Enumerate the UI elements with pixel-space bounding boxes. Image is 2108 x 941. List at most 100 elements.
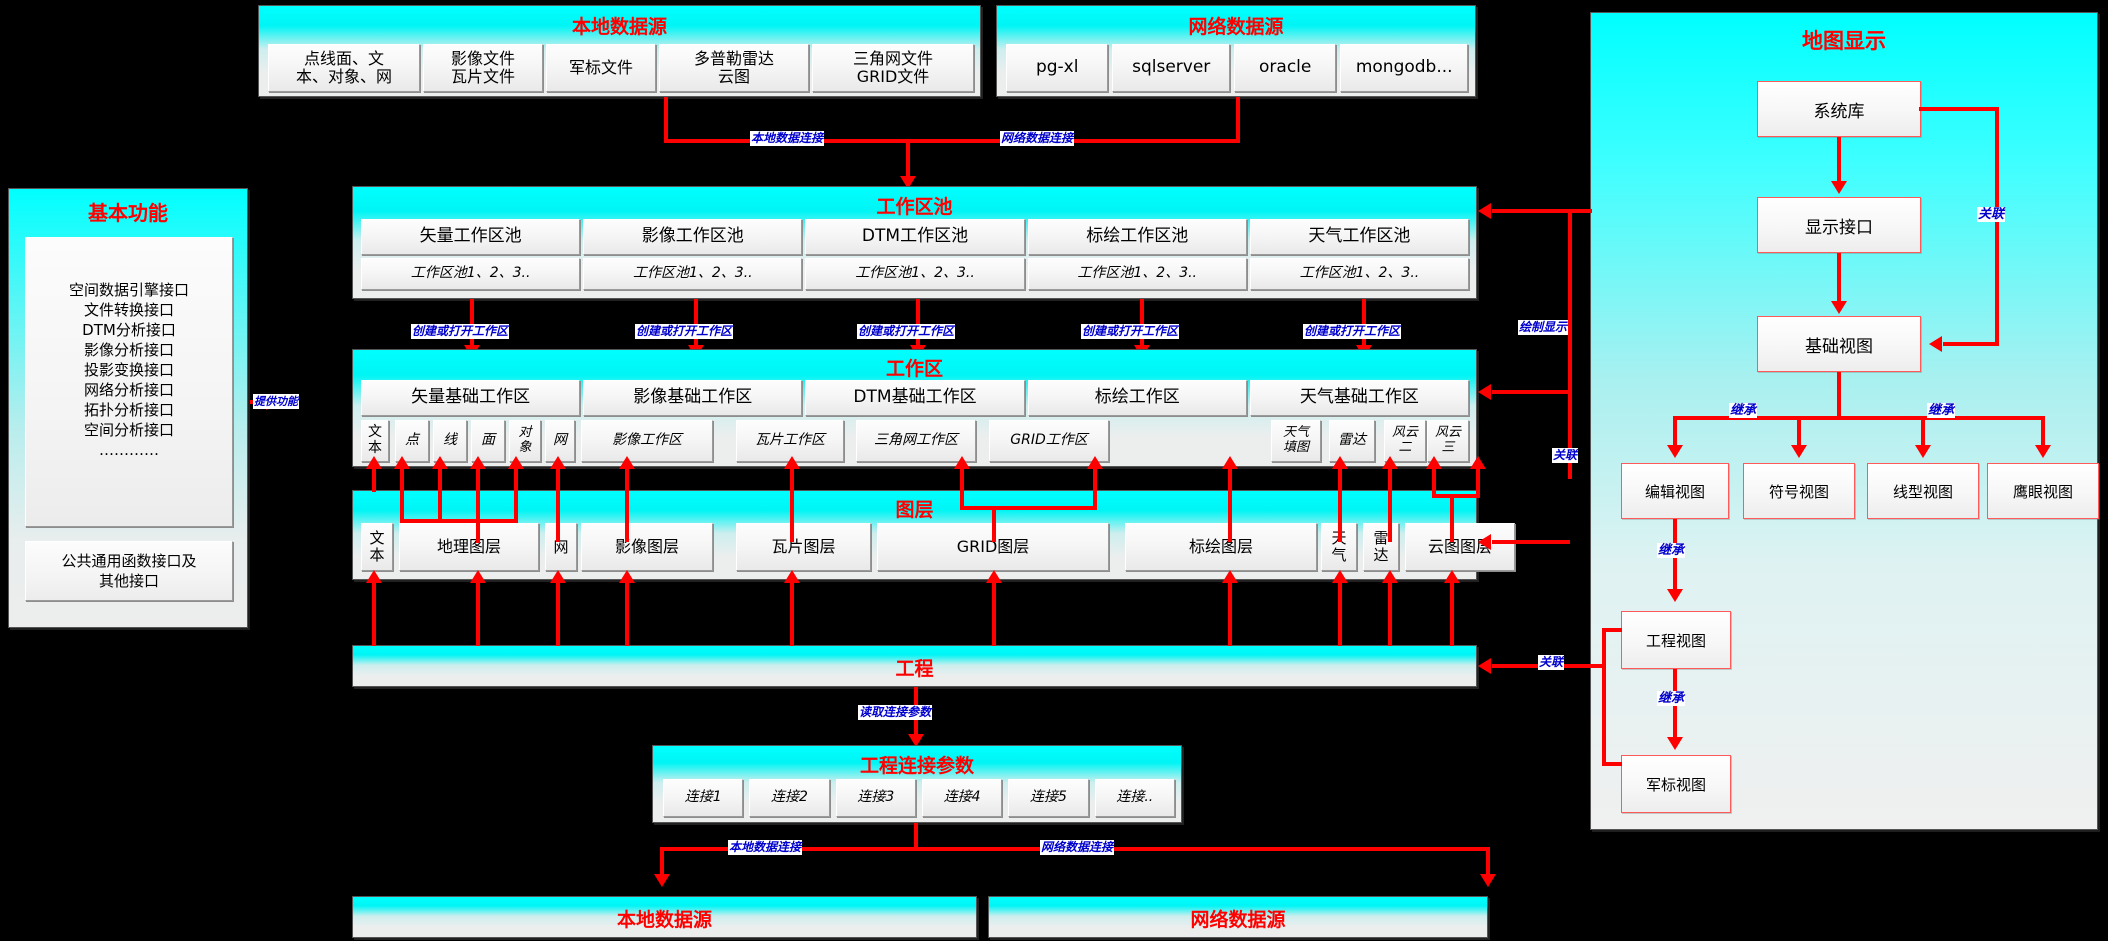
local-source-item[interactable]: 点线面、文 本、对象、网 <box>268 44 420 92</box>
interface-item: 空间分析接口 <box>83 421 174 439</box>
ws-to-layer-v-line <box>438 466 442 488</box>
network-source-item[interactable]: mongodb... <box>1340 44 1468 92</box>
workspace-pool-panel: 工作区池 矢量工作区池 影像工作区池 DTM工作区池 标绘工作区池 天气工作区池… <box>352 186 1477 299</box>
layer-geo[interactable]: 地理图层 <box>399 523 539 571</box>
ws-to-layer-v-point <box>400 466 404 488</box>
proj-to-layer-arrow-4 <box>619 570 635 583</box>
linetype-view-box[interactable]: 线型视图 <box>1867 463 1979 519</box>
workspace-pool-instances[interactable]: 工作区池1、2、3.. <box>361 258 581 290</box>
connection-item[interactable]: 连接5 <box>1008 779 1089 817</box>
layer-cloud[interactable]: 云图图层 <box>1405 523 1515 571</box>
connection-item-label: 连接2 <box>771 789 808 806</box>
edge-label-bottom-local-conn: 本地数据连接 <box>728 840 803 855</box>
relate-loop-arrow <box>1929 336 1942 352</box>
bottom-local-source-title: 本地数据源 <box>616 909 712 931</box>
eagleeye-view-label: 鹰眼视图 <box>2012 482 2073 501</box>
military-view-box[interactable]: 军标视图 <box>1621 755 1731 813</box>
ws-to-layer-v-grid <box>1093 466 1097 508</box>
layer-radar[interactable]: 雷 达 <box>1363 523 1399 571</box>
ws-sub-radar[interactable]: 雷达 <box>1329 420 1375 462</box>
connection-item-label: 连接.. <box>1116 789 1154 806</box>
ws-sub-grid[interactable]: GRID工作区 <box>989 420 1109 462</box>
layer-up-arrow-9 <box>1087 456 1103 469</box>
layer-plot-label: 标绘图层 <box>1188 537 1253 557</box>
edit-view-box[interactable]: 编辑视图 <box>1621 463 1729 519</box>
local-source-item-label: 点线面、文 本、对象、网 <box>295 49 392 86</box>
ws-sub-object[interactable]: 对 象 <box>509 420 541 462</box>
workspace-column[interactable]: 标绘工作区 <box>1027 380 1247 416</box>
workspace-pool-column[interactable]: 天气工作区池 <box>1249 219 1470 255</box>
relate-loop-h-bottom <box>1943 342 1999 346</box>
connection-item[interactable]: 连接1 <box>663 779 744 817</box>
layer-up-arrow-14 <box>1470 456 1486 469</box>
ws-sub-tile[interactable]: 瓦片工作区 <box>736 420 844 462</box>
ws-sub-point[interactable]: 点 <box>395 420 429 462</box>
layer-tile[interactable]: 瓦片图层 <box>736 523 871 571</box>
connection-item[interactable]: 连接.. <box>1094 779 1175 817</box>
pool-to-ws-line-5 <box>1362 299 1366 347</box>
ws-sub-polygon[interactable]: 面 <box>471 420 505 462</box>
workspace-pool-instances[interactable]: 工作区池1、2、3.. <box>805 258 1025 290</box>
connection-item[interactable]: 连接4 <box>921 779 1003 817</box>
connection-item[interactable]: 连接3 <box>835 779 916 817</box>
ws-sub-line[interactable]: 线 <box>433 420 467 462</box>
local-source-item[interactable]: 军标文件 <box>546 44 656 92</box>
display-interface-box[interactable]: 显示接口 <box>1757 197 1921 253</box>
symbol-view-box[interactable]: 符号视图 <box>1743 463 1855 519</box>
pool-inflow-v <box>906 139 910 179</box>
layer-up-arrow-11 <box>1332 456 1348 469</box>
military-view-label: 军标视图 <box>1645 775 1706 794</box>
workspace-column[interactable]: DTM基础工作区 <box>805 380 1025 416</box>
proj-to-layer-v-8 <box>1338 580 1342 646</box>
proj-to-layer-arrow-6 <box>986 570 1002 583</box>
network-source-item[interactable]: oracle <box>1233 44 1337 92</box>
layer-up-arrow-13 <box>1426 456 1442 469</box>
baseview-bus <box>1673 416 2043 420</box>
project-view-box[interactable]: 工程视图 <box>1621 611 1731 669</box>
interface-item: 拓扑分析接口 <box>83 401 174 419</box>
workspace-column[interactable]: 天气基础工作区 <box>1249 380 1470 416</box>
edge-label-read-params: 读取连接参数 <box>858 705 933 720</box>
ws-sub-net-label: 网 <box>553 432 567 449</box>
workspace-column[interactable]: 影像基础工作区 <box>583 380 803 416</box>
ws-to-layer-bus <box>400 519 518 523</box>
ws-to-layer-v-img <box>625 466 629 542</box>
ws-sub-text[interactable]: 文 本 <box>361 420 389 462</box>
workspace-pool-column-label: 矢量工作区池 <box>419 226 522 247</box>
connection-item-label: 连接5 <box>1030 789 1067 806</box>
proj-to-layer-arrow-7 <box>1222 570 1238 583</box>
ws-to-layer-v-obj <box>514 466 518 488</box>
workspace-pool-column[interactable]: 矢量工作区池 <box>361 219 581 255</box>
layer-plot[interactable]: 标绘图层 <box>1125 523 1317 571</box>
layer-net[interactable]: 网 <box>545 523 577 571</box>
local-source-item[interactable]: 多普勒雷达 云图 <box>659 44 809 92</box>
local-source-item[interactable]: 影像文件 瓦片文件 <box>423 44 543 92</box>
edge-label-create-ws-3: 创建或打开工作区 <box>857 324 956 339</box>
ws-sub-fy2[interactable]: 风云 二 <box>1384 420 1426 462</box>
ws-sub-tin[interactable]: 三角网工作区 <box>856 420 976 462</box>
connection-item[interactable]: 连接2 <box>749 779 830 817</box>
ws-sub-fy3[interactable]: 风云 三 <box>1427 420 1469 462</box>
eagleeye-view-box[interactable]: 鹰眼视图 <box>1987 463 2099 519</box>
workspace-pool-column[interactable]: 影像工作区池 <box>583 219 803 255</box>
workspace-pool-instances[interactable]: 工作区池1、2、3.. <box>1249 258 1470 290</box>
ws-sub-weather-plot[interactable]: 天气 填图 <box>1271 420 1321 462</box>
edge-label-create-ws-5: 创建或打开工作区 <box>1303 324 1402 339</box>
workspace-pool-column[interactable]: 标绘工作区池 <box>1027 219 1247 255</box>
system-lib-box[interactable]: 系统库 <box>1757 81 1921 137</box>
layer-image[interactable]: 影像图层 <box>581 523 713 571</box>
workspace-pool-column[interactable]: DTM工作区池 <box>805 219 1025 255</box>
workspace-pool-instances[interactable]: 工作区池1、2、3.. <box>1027 258 1247 290</box>
workspace-column[interactable]: 矢量基础工作区 <box>361 380 581 416</box>
network-source-item[interactable]: pg-xl <box>1006 44 1109 92</box>
ws-sub-image[interactable]: 影像工作区 <box>581 420 713 462</box>
map-display-title: 地图显示 <box>1802 29 1886 53</box>
pool-to-ws-line-1 <box>470 299 474 347</box>
local-source-item[interactable]: 三角网文件 GRID文件 <box>812 44 974 92</box>
network-source-item[interactable]: sqlserver <box>1112 44 1230 92</box>
layers-panel: 图层 文 本 地理图层 网 影像图层 瓦片图层 GRID图层 标绘图层 天 气 … <box>352 490 1515 580</box>
base-view-box[interactable]: 基础视图 <box>1757 316 1921 372</box>
workspace-pool-instances[interactable]: 工作区池1、2、3.. <box>583 258 803 290</box>
local-source-connector-v <box>664 97 668 143</box>
layer-text[interactable]: 文 本 <box>361 523 393 571</box>
